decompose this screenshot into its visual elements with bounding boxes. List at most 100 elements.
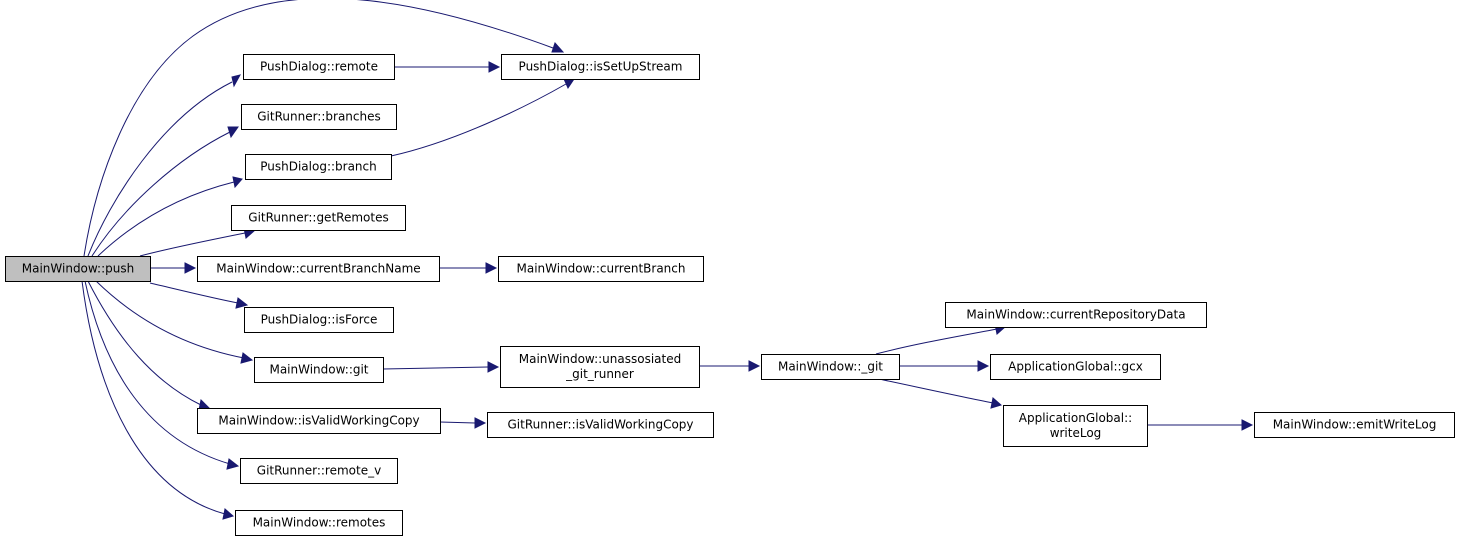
node-box [500,346,700,388]
arrowhead [748,360,761,372]
node-label: MainWindow::_git [778,360,883,374]
node-mw-git[interactable]: MainWindow::git [254,357,384,383]
node-ag-gcx[interactable]: ApplicationGlobal::gcx [990,354,1161,380]
arrowhead [485,262,498,274]
node-gr-remote-v[interactable]: GitRunner::remote_v [240,458,398,484]
node-box [235,510,403,536]
edge-line [439,421,476,424]
node-label: MainWindow::currentBranchName [216,262,420,276]
arrowhead [227,126,239,139]
node-label: MainWindow::push [22,262,134,276]
edge-push-to-gr_remote_v [84,280,240,470]
node-label: GitRunner::getRemotes [248,211,388,225]
edge-line [382,366,489,370]
edge-line [84,280,231,465]
node-box [990,354,1161,380]
node-box [1254,412,1455,438]
edge-ag_writelog-to-mw_emit [1147,419,1254,431]
node-label: writeLog [1050,426,1102,440]
edge-line [878,378,994,404]
edge-line [97,181,235,257]
edge-mw_git-to-mw_unassoc [382,361,500,373]
node-label: MainWindow::git [269,363,368,377]
node-label: GitRunner::isValidWorkingCopy [507,418,693,432]
edge-push-to-pd_force [149,282,249,309]
node-box [241,104,397,130]
arrowhead [977,360,990,372]
node-box [243,54,395,80]
node-box [945,302,1207,328]
node-box [501,54,700,80]
node-label: MainWindow::currentRepositoryData [966,308,1185,322]
arrowhead [1241,419,1254,431]
edge-push-to-pd_upstream [83,0,565,257]
edge-mw_cbn-to-mw_cb [439,262,498,274]
node-box [245,154,392,180]
node-mw-unassoc[interactable]: MainWindow::unassosiated_git_runner [500,346,700,388]
node-box [240,458,398,484]
node-push[interactable]: MainWindow::push [5,256,151,282]
edge-mw_valid-to-gr_valid [439,417,487,429]
node-gr-getremotes[interactable]: GitRunner::getRemotes [231,205,406,231]
arrowhead [563,78,575,90]
node-box [498,256,704,282]
node-pd-force[interactable]: PushDialog::isForce [244,307,394,333]
edge-line [87,81,233,257]
node-box [244,307,394,333]
node-mw-emit[interactable]: MainWindow::emitWriteLog [1254,412,1455,438]
edge-line [95,280,245,359]
node-label: MainWindow::currentBranch [516,262,685,276]
node-mw-cbn[interactable]: MainWindow::currentBranchName [197,256,440,282]
node-box [487,412,714,438]
node-ag-writelog[interactable]: ApplicationGlobal::writeLog [1003,405,1148,447]
node-mw-cb[interactable]: MainWindow::currentBranch [498,256,704,282]
node-label: MainWindow::emitWriteLog [1273,418,1437,432]
node-mw--git[interactable]: MainWindow::_git [761,354,900,380]
edge-line [91,131,231,257]
node-mw-remotes[interactable]: MainWindow::remotes [235,510,403,536]
edge-line [139,232,246,257]
edge-pd_branch-to-pd_upstream [390,78,575,157]
node-label: _git_runner [565,367,634,381]
node-label: PushDialog::isSetUpStream [519,60,683,74]
arrowhead [487,361,500,373]
node-label: PushDialog::remote [260,60,378,74]
edge-line [87,280,202,406]
arrowhead [240,352,254,364]
node-box [1003,405,1148,447]
edge-push-to-gr_branches [91,126,239,257]
node-gr-branches[interactable]: GitRunner::branches [241,104,397,130]
node-pd-remote[interactable]: PushDialog::remote [243,54,395,80]
node-label: GitRunner::branches [257,110,381,124]
node-box [197,256,440,282]
edge-mw__git-to-mw_crd [875,323,1007,355]
arrowhead [231,74,241,88]
node-box [5,256,151,282]
node-pd-branch[interactable]: PushDialog::branch [245,154,392,180]
edge-mw_unassoc-to-mw__git [699,360,761,372]
node-label: PushDialog::isForce [261,313,378,327]
arrowhead [226,458,240,470]
edge-push-to-pd_branch [97,176,243,257]
node-pd-upstream[interactable]: PushDialog::isSetUpStream [501,54,700,80]
arrowhead [184,262,197,274]
arrowhead [222,508,235,520]
edge-push-to-gr_getremotes [139,227,256,257]
arrowhead [551,42,565,53]
node-box [254,357,384,383]
arrowhead [232,176,243,189]
node-gr-valid[interactable]: GitRunner::isValidWorkingCopy [487,412,714,438]
edge-push-to-pd_remote [87,74,241,257]
edge-pd_remote-to-pd_upstream [394,61,501,73]
node-mw-valid[interactable]: MainWindow::isValidWorkingCopy [197,408,441,434]
node-box [197,408,441,434]
node-box [761,354,900,380]
node-box [231,205,406,231]
edges-layer [81,0,1254,520]
edge-push-to-mw_remotes [81,280,235,520]
edge-line [81,280,226,515]
node-label: MainWindow::unassosiated [519,352,681,366]
node-label: ApplicationGlobal:: [1019,411,1132,425]
node-mw-crd[interactable]: MainWindow::currentRepositoryData [945,302,1207,328]
